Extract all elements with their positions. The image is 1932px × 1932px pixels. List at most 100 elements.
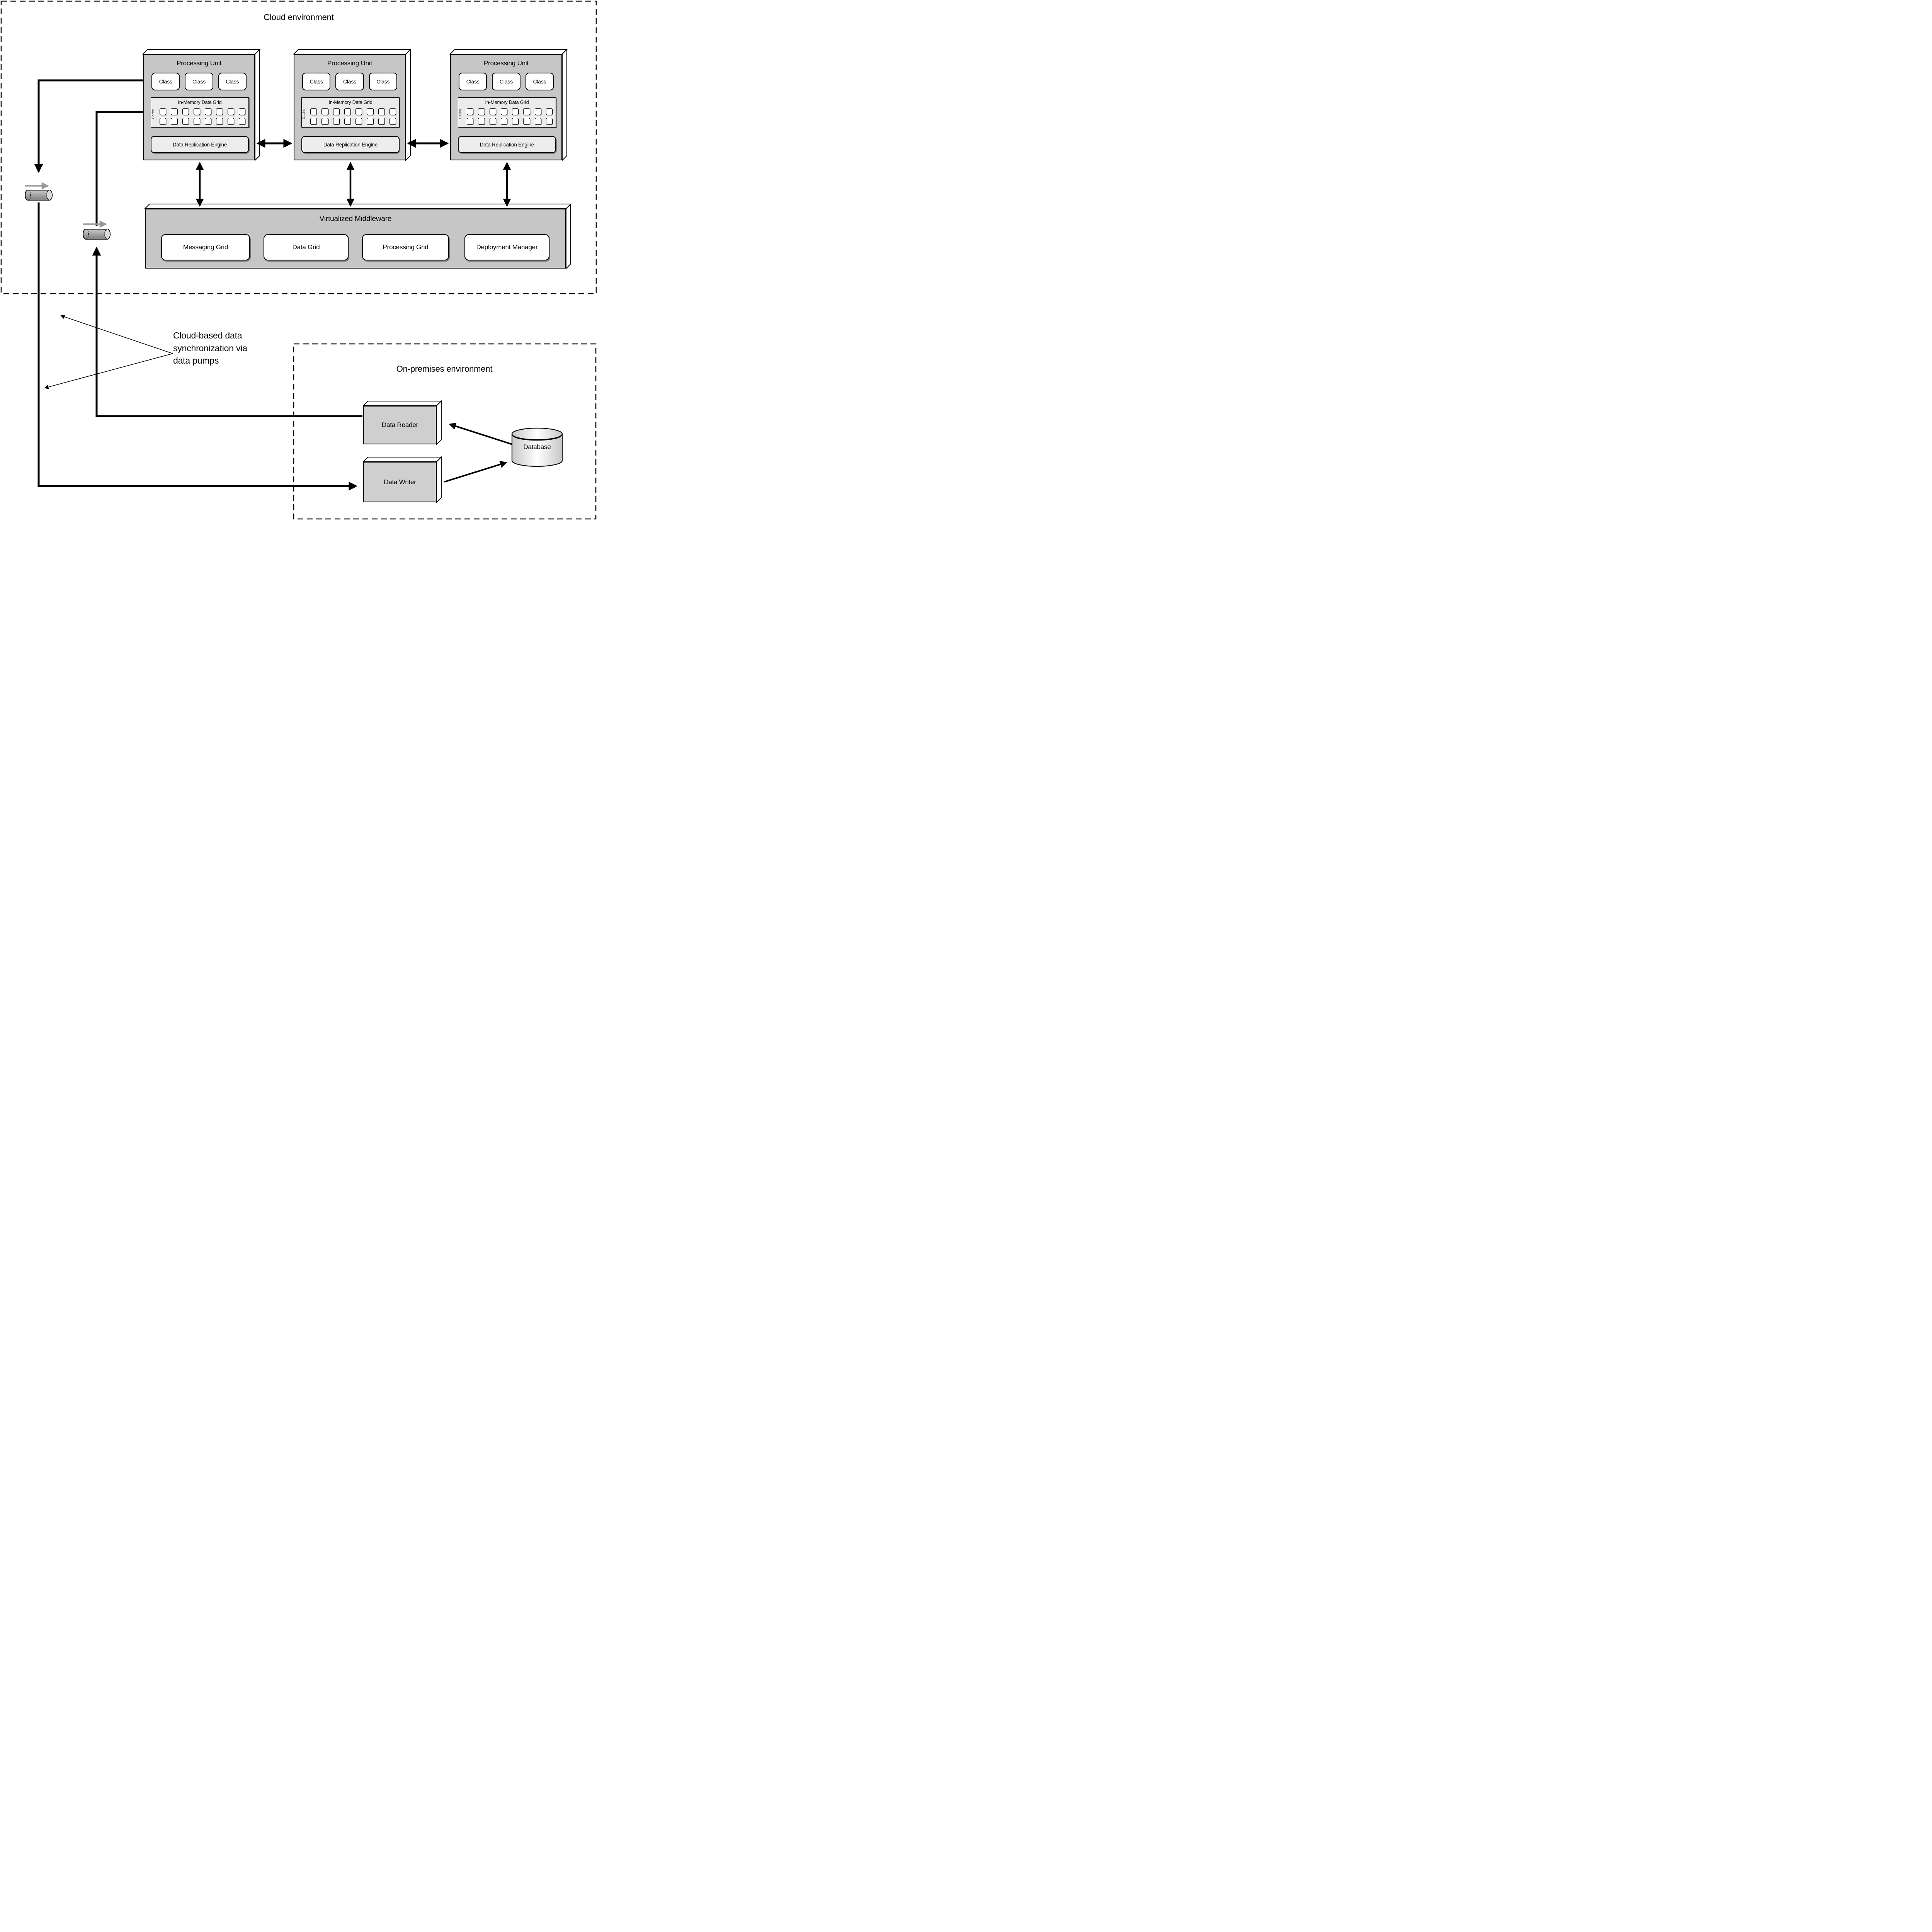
virtualized-middleware: Virtualized Middleware Messaging Grid Da…	[145, 209, 566, 269]
cache-cell	[238, 108, 245, 115]
class-box: Class	[218, 73, 247, 90]
diagram-canvas: Cloud environment Processing Unit Class …	[0, 0, 598, 521]
data-pump-2-icon	[83, 220, 111, 240]
deployment-manager-box: Deployment Manager	[464, 234, 549, 260]
data-replication-engine: Data Replication Engine	[301, 136, 400, 153]
cache-cell	[489, 108, 496, 115]
cache-cell	[344, 118, 351, 125]
cache-cell	[389, 108, 396, 115]
cache-cell	[355, 108, 362, 115]
cache-cell	[534, 118, 541, 125]
in-memory-data-grid: In-Memory Data Grid Cache	[458, 97, 556, 128]
cache-cell	[238, 118, 245, 125]
cache-cell	[489, 118, 496, 125]
data-writer-box: Data Writer	[363, 462, 437, 502]
class-box: Class	[335, 73, 364, 90]
cache-cell	[523, 118, 530, 125]
cache-cell	[512, 108, 519, 115]
processing-unit-title: Processing Unit	[483, 60, 529, 67]
messaging-grid-box: Messaging Grid	[161, 234, 250, 260]
cache-cell	[467, 118, 474, 125]
cache-cell	[216, 108, 223, 115]
class-row: Class Class Class	[459, 73, 554, 90]
processing-unit-title: Processing Unit	[176, 60, 222, 67]
processing-unit-title: Processing Unit	[327, 60, 372, 67]
grid-title: In-Memory Data Grid	[485, 100, 529, 105]
in-memory-data-grid: In-Memory Data Grid Cache	[301, 97, 400, 128]
cache-label: Cache	[302, 109, 306, 119]
class-box: Class	[369, 73, 397, 90]
cache-cell	[182, 118, 189, 125]
cache-cells	[467, 108, 553, 125]
data-pump-callout-text: Cloud-based data synchronization via dat…	[173, 330, 247, 366]
cache-cell	[182, 108, 189, 115]
cache-cell	[367, 118, 374, 125]
cache-cell	[523, 108, 530, 115]
cache-cell	[378, 118, 385, 125]
cache-cell	[321, 118, 328, 125]
cache-cell	[310, 108, 317, 115]
database-cylinder-icon	[511, 427, 563, 467]
callout-leader-lower	[44, 353, 173, 389]
cache-cell	[205, 108, 212, 115]
cache-cell	[546, 108, 553, 115]
cache-cell	[389, 118, 396, 125]
grid-title: In-Memory Data Grid	[178, 100, 222, 105]
cache-cell	[333, 108, 340, 115]
read-path-pump-to-grid	[95, 107, 153, 226]
cache-cell	[534, 108, 541, 115]
cache-cell	[227, 118, 234, 125]
middleware-title: Virtualized Middleware	[319, 215, 392, 223]
diagram-lines-layer	[0, 0, 597, 520]
processing-unit-3: Processing Unit Class Class Class In-Mem…	[450, 54, 562, 160]
cache-cell	[193, 108, 200, 115]
class-box: Class	[459, 73, 487, 90]
cache-cell	[344, 108, 351, 115]
data-replication-engine: Data Replication Engine	[151, 136, 249, 153]
cache-label: Cache	[458, 109, 463, 119]
cache-cell	[378, 108, 385, 115]
writer-to-database-arrow	[444, 461, 507, 483]
cache-cell	[512, 118, 519, 125]
in-memory-data-grid: In-Memory Data Grid Cache	[151, 97, 249, 128]
on-premises-title: On-premises environment	[396, 364, 493, 374]
class-box: Class	[492, 73, 520, 90]
cache-cells	[160, 108, 245, 125]
grid-title: In-Memory Data Grid	[328, 100, 372, 105]
cache-cell	[500, 108, 507, 115]
cache-cell	[478, 108, 485, 115]
cache-cell	[160, 118, 167, 125]
cache-cell	[193, 118, 200, 125]
cache-cell	[171, 108, 178, 115]
cache-cell	[205, 118, 212, 125]
cache-cell	[171, 118, 178, 125]
write-path-cloud-to-pump	[34, 79, 151, 173]
cache-cells	[310, 108, 396, 125]
data-pump-1-icon	[25, 182, 53, 201]
cache-cell	[321, 108, 328, 115]
data-reader-box: Data Reader	[363, 406, 437, 444]
cache-label: Cache	[151, 109, 155, 119]
cache-cell	[310, 118, 317, 125]
class-row: Class Class Class	[151, 73, 247, 90]
class-box: Class	[302, 73, 331, 90]
processing-unit-2: Processing Unit Class Class Class In-Mem…	[294, 54, 406, 160]
class-row: Class Class Class	[302, 73, 397, 90]
cache-cell	[227, 108, 234, 115]
read-path-reader-to-pump	[92, 247, 362, 417]
write-path-pump-to-writer	[37, 202, 358, 491]
cache-cell	[367, 108, 374, 115]
processing-grid-box: Processing Grid	[362, 234, 449, 260]
processing-unit-1: Processing Unit Class Class Class In-Mem…	[143, 54, 255, 160]
callout-leader-upper	[60, 315, 173, 354]
database-label: Database	[523, 443, 551, 451]
cache-cell	[467, 108, 474, 115]
data-replication-engine: Data Replication Engine	[458, 136, 556, 153]
cache-cell	[333, 118, 340, 125]
cache-cell	[160, 108, 167, 115]
class-box: Class	[185, 73, 213, 90]
cache-cell	[500, 118, 507, 125]
cache-cell	[216, 118, 223, 125]
data-grid-box: Data Grid	[264, 234, 349, 260]
cloud-environment-title: Cloud environment	[264, 12, 334, 22]
